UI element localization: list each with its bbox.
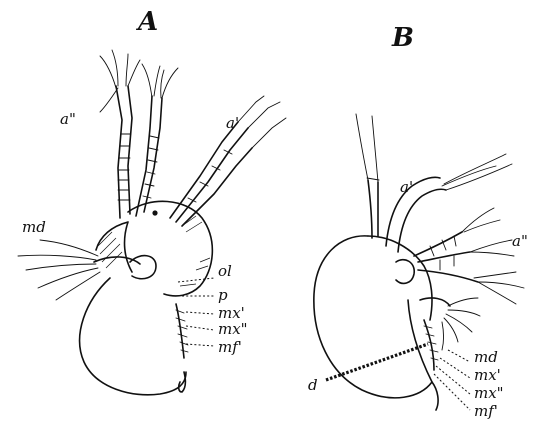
label-a-first-antenna: a'	[226, 114, 239, 132]
figure-a-mandible	[18, 240, 140, 300]
figure-a-eye	[152, 210, 157, 215]
label-b-first-antenna: a'	[400, 178, 413, 196]
figure-a-drawing	[18, 50, 286, 395]
label-b-mandible: md	[474, 348, 498, 366]
figure-b-first-antenna	[356, 114, 512, 252]
label-a-p: p	[218, 286, 228, 304]
label-b-mx2: mx"	[474, 384, 504, 402]
figure-a-labrum	[130, 256, 156, 279]
figure-b-head	[368, 236, 432, 320]
figure-a-shell-inner	[96, 222, 132, 272]
label-b-mf1: mf'	[474, 402, 498, 420]
leader-a-mf1	[186, 344, 214, 346]
label-b-d: d	[308, 376, 318, 394]
leader-b-mx1	[440, 358, 470, 378]
figure-b-mouthparts	[420, 298, 480, 370]
figure-a-second-antenna	[100, 50, 178, 218]
leader-a-mx1	[186, 312, 214, 314]
label-b-second-antenna: a"	[512, 232, 528, 250]
leader-b-mx2	[436, 366, 470, 394]
figure-b-body-outline	[314, 236, 432, 398]
figure-b-second-antenna	[414, 208, 524, 304]
label-b-mx1: mx'	[474, 366, 501, 384]
label-a-ol: ol	[218, 262, 232, 280]
figure-a-head-shield	[128, 201, 212, 296]
panel-label-a: A	[135, 7, 158, 37]
label-a-mandible: md	[22, 218, 46, 236]
label-a-second-antenna: a"	[60, 110, 76, 128]
leader-a-ol	[178, 278, 214, 282]
leader-b-md	[448, 350, 470, 362]
leader-b-mf1	[434, 374, 470, 410]
figure-a-maxillae	[176, 304, 188, 392]
label-a-mf1: mf'	[218, 338, 242, 356]
label-a-mx2: mx"	[218, 320, 248, 338]
panel-label-b: B	[391, 23, 414, 53]
leader-a-mx2	[186, 326, 214, 330]
figure-b-labrum	[396, 260, 414, 284]
